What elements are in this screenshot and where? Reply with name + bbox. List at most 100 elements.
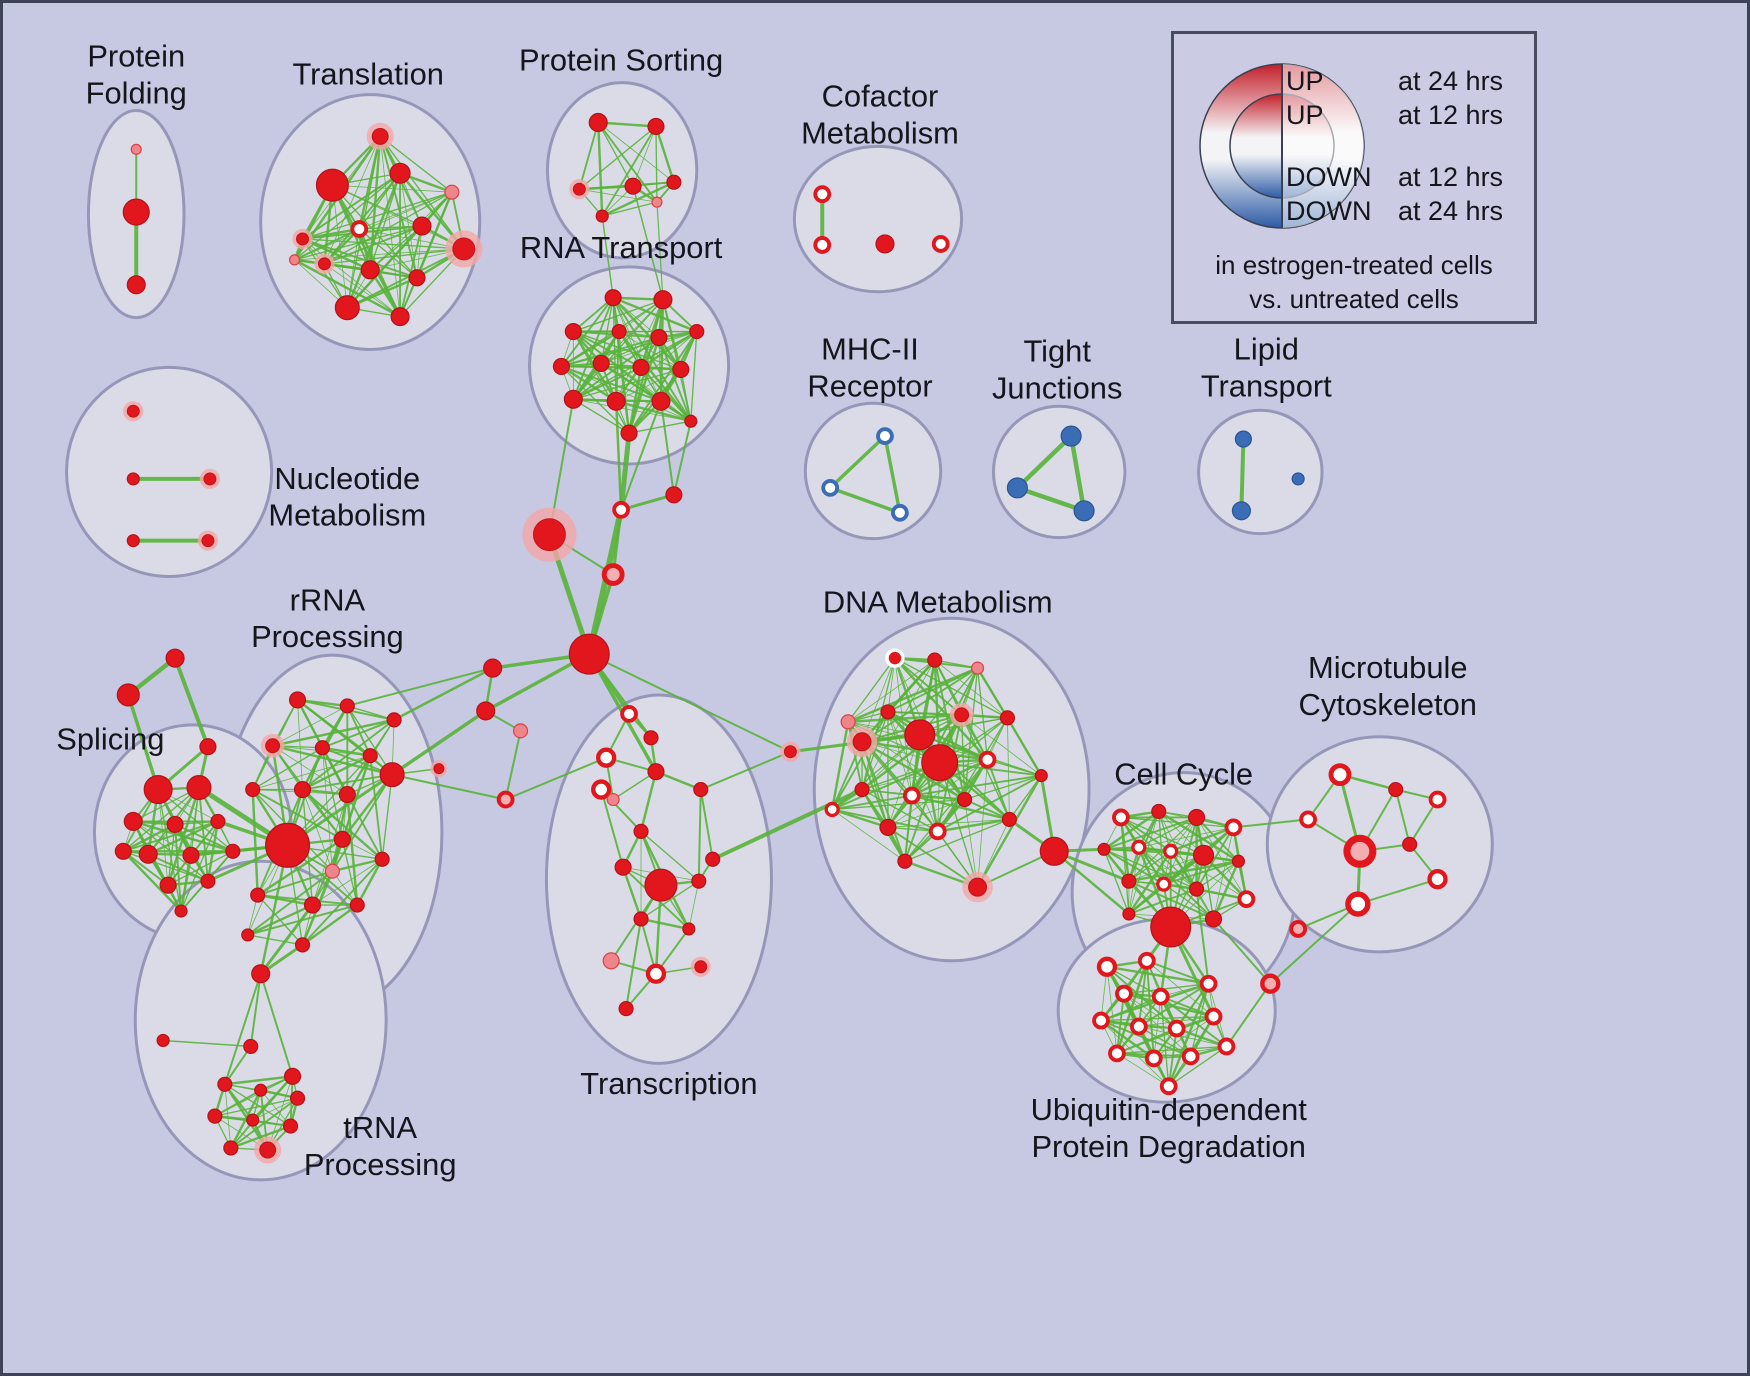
node-d16[interactable] [879, 818, 897, 836]
node-x17[interactable] [618, 1001, 634, 1017]
node-mc1[interactable] [1328, 763, 1352, 787]
node-u5[interactable] [1092, 1011, 1110, 1030]
node-h6[interactable] [483, 658, 503, 678]
node-mc9[interactable] [1289, 920, 1308, 938]
node-ps6[interactable] [595, 209, 609, 223]
node-u9[interactable] [1108, 1044, 1126, 1063]
node-sp12[interactable] [174, 904, 188, 918]
node-t11[interactable] [408, 269, 426, 287]
node-c3[interactable] [1188, 808, 1206, 826]
node-sp8[interactable] [225, 843, 241, 859]
node-mc7[interactable] [1345, 891, 1371, 917]
node-m2[interactable] [821, 478, 840, 497]
node-rr7[interactable] [379, 762, 405, 788]
node-sp5[interactable] [210, 813, 226, 829]
node-u11[interactable] [1181, 1047, 1200, 1066]
node-tr9[interactable] [246, 1113, 260, 1127]
node-u4[interactable] [1151, 987, 1170, 1006]
node-n2[interactable] [126, 472, 140, 486]
node-r9[interactable] [632, 358, 650, 376]
node-tr3[interactable] [243, 1038, 259, 1054]
node-n5[interactable] [201, 534, 215, 548]
node-x12[interactable] [633, 911, 649, 927]
node-h1[interactable] [532, 518, 566, 552]
node-d18[interactable] [1001, 811, 1017, 827]
node-mc6[interactable] [1402, 836, 1418, 852]
node-c16[interactable] [1237, 890, 1256, 908]
node-rr9[interactable] [293, 780, 312, 799]
node-sp10[interactable] [200, 873, 216, 889]
node-rr14[interactable] [374, 851, 390, 867]
node-d9[interactable] [921, 744, 959, 782]
node-t13[interactable] [390, 307, 410, 327]
node-x16[interactable] [694, 960, 708, 974]
node-d6[interactable] [904, 719, 936, 751]
node-c9[interactable] [1231, 854, 1245, 868]
node-tr12[interactable] [259, 1141, 277, 1159]
node-sp3[interactable] [123, 811, 143, 831]
node-ps1[interactable] [588, 112, 608, 133]
node-rr10[interactable] [338, 785, 356, 804]
node-r13[interactable] [651, 391, 671, 411]
node-c2[interactable] [1151, 803, 1167, 820]
node-r5[interactable] [650, 328, 668, 347]
node-l2[interactable] [1231, 501, 1251, 521]
node-r12[interactable] [606, 391, 626, 411]
node-h8[interactable] [512, 723, 529, 739]
node-h3[interactable] [665, 486, 683, 504]
node-cm1[interactable] [813, 185, 832, 204]
node-c15[interactable] [1204, 910, 1223, 928]
node-h11[interactable] [591, 779, 612, 800]
node-x7[interactable] [633, 823, 649, 839]
node-tr5[interactable] [217, 1076, 233, 1092]
node-h4[interactable] [601, 563, 625, 586]
node-c5[interactable] [1097, 842, 1111, 856]
node-r8[interactable] [592, 354, 610, 372]
node-d13[interactable] [902, 786, 921, 805]
node-sp9[interactable] [159, 876, 177, 894]
node-t8[interactable] [452, 237, 476, 261]
node-h10[interactable] [496, 790, 515, 809]
node-c14[interactable] [1150, 906, 1192, 948]
node-tr10[interactable] [282, 1118, 299, 1134]
node-r6[interactable] [689, 323, 705, 340]
node-rr15[interactable] [250, 887, 266, 903]
node-d21[interactable] [852, 732, 872, 752]
node-mc5[interactable] [1343, 834, 1377, 868]
node-x8[interactable] [705, 851, 721, 867]
node-mc3[interactable] [1428, 790, 1447, 809]
node-pf1[interactable] [130, 143, 142, 155]
node-t1[interactable] [371, 127, 389, 145]
node-r4[interactable] [611, 323, 627, 340]
node-u6[interactable] [1129, 1017, 1148, 1036]
node-pf3[interactable] [126, 275, 146, 295]
node-sp2[interactable] [186, 775, 212, 801]
node-sp11[interactable] [114, 842, 132, 860]
node-u8[interactable] [1204, 1007, 1223, 1026]
node-c1[interactable] [1112, 808, 1130, 827]
node-se2[interactable] [116, 683, 140, 707]
node-r2[interactable] [653, 290, 673, 310]
node-c17[interactable] [1122, 907, 1136, 921]
node-rr1[interactable] [288, 691, 307, 709]
node-rr18[interactable] [294, 937, 311, 953]
node-x6[interactable] [606, 792, 620, 807]
node-n1[interactable] [126, 404, 140, 418]
node-d2[interactable] [927, 652, 943, 668]
node-cm2[interactable] [813, 236, 832, 254]
node-tr8[interactable] [207, 1108, 223, 1124]
node-x9[interactable] [614, 858, 632, 876]
node-x4[interactable] [647, 763, 665, 781]
node-u2[interactable] [1137, 951, 1156, 970]
node-mc2[interactable] [1388, 781, 1404, 798]
node-c7[interactable] [1163, 843, 1179, 859]
node-rr3[interactable] [386, 712, 402, 728]
node-tj2[interactable] [1006, 477, 1028, 499]
node-u13[interactable] [1159, 1077, 1178, 1096]
node-rr16[interactable] [303, 896, 322, 914]
node-rr5[interactable] [314, 740, 330, 756]
node-u14[interactable] [1199, 974, 1218, 993]
node-sp7[interactable] [182, 846, 200, 864]
node-x5[interactable] [693, 781, 709, 798]
node-r10[interactable] [672, 360, 690, 378]
